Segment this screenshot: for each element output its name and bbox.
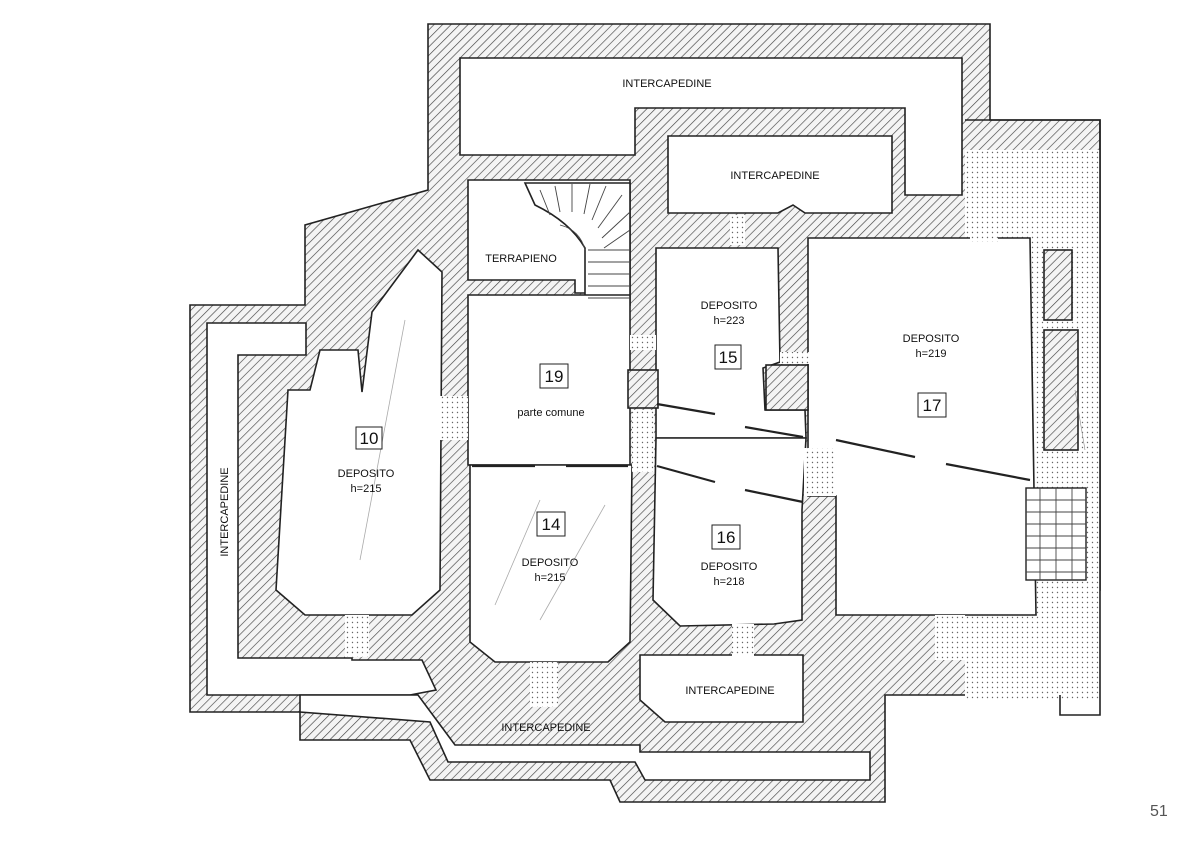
dotted-door-10: [935, 615, 965, 660]
dotted-door-6: [804, 448, 836, 496]
door-16-b: [744, 488, 804, 504]
room-14: 14 DEPOSITO h=215: [522, 511, 579, 584]
partition-a: [627, 369, 659, 409]
right-outer-edge: [965, 119, 1101, 716]
right-room-line: [1074, 389, 1086, 451]
room-use: DEPOSITO: [522, 557, 579, 569]
room-17-area: [807, 237, 1037, 616]
pencil-mark-14b: [539, 504, 606, 621]
room-use: DEPOSITO: [903, 333, 960, 345]
room-16: 16 DEPOSITO h=218: [701, 524, 758, 588]
dotted-door-4: [630, 335, 656, 350]
room-number: 14: [542, 515, 561, 534]
room-number: 10: [360, 429, 379, 448]
door-15-b: [744, 425, 804, 439]
dotted-door-5: [632, 410, 654, 472]
intercapedine-top-label: INTERCAPEDINE: [622, 78, 711, 90]
room-height: h=219: [916, 348, 947, 360]
room-height: h=215: [351, 483, 382, 495]
room-height: h=215: [535, 572, 566, 584]
intercapedine-top-area: [459, 57, 963, 196]
terrapieno-label: TERRAPIENO: [485, 253, 557, 265]
intercapedine-bottom-right-area: [639, 654, 804, 723]
internal-stair: [539, 183, 631, 299]
room-use: DEPOSITO: [701, 300, 758, 312]
room-use: DEPOSITO: [701, 561, 758, 573]
partition-c: [1043, 249, 1073, 321]
dotted-door-2: [780, 352, 810, 364]
room-number: 15: [719, 348, 738, 367]
intercapedine-bottom-area: [299, 694, 871, 781]
intercapedine-upper-area: [667, 135, 893, 214]
room-number: 17: [923, 396, 942, 415]
room-number: 19: [545, 367, 564, 386]
intercapedine-bottom-label: INTERCAPEDINE: [501, 722, 590, 734]
door-16-a: [656, 464, 716, 484]
room-use: parte comune: [517, 407, 584, 419]
door-17-a: [835, 438, 916, 459]
dotted-door-3: [440, 396, 468, 440]
intercapedine-left-label: INTERCAPEDINE: [219, 467, 231, 556]
door-15-a: [656, 402, 716, 416]
partition-d: [1043, 329, 1079, 451]
room-height: h=218: [714, 576, 745, 588]
dotted-door-7: [345, 615, 369, 657]
page-number: 51: [1150, 803, 1168, 820]
partition-b: [765, 364, 809, 411]
room-height: h=223: [714, 315, 745, 327]
intercapedine-bottom-right-label: INTERCAPEDINE: [685, 685, 774, 697]
room-15: DEPOSITO h=223 15: [701, 300, 758, 370]
dotted-door-9: [732, 624, 754, 656]
dotted-door-8: [530, 662, 558, 707]
pencil-mark-14: [494, 499, 541, 606]
dotted-door-1: [730, 215, 745, 245]
right-stair: [1025, 487, 1087, 581]
room-10: 10 DEPOSITO h=215: [338, 426, 395, 495]
room-number: 16: [717, 528, 736, 547]
room-19: 19 parte comune: [517, 363, 585, 419]
door-17-b: [945, 462, 1031, 482]
dotted-door-11: [970, 200, 998, 242]
intercapedine-upper-label: INTERCAPEDINE: [730, 170, 819, 182]
room-17: DEPOSITO h=219 17: [903, 333, 960, 418]
room-use: DEPOSITO: [338, 468, 395, 480]
